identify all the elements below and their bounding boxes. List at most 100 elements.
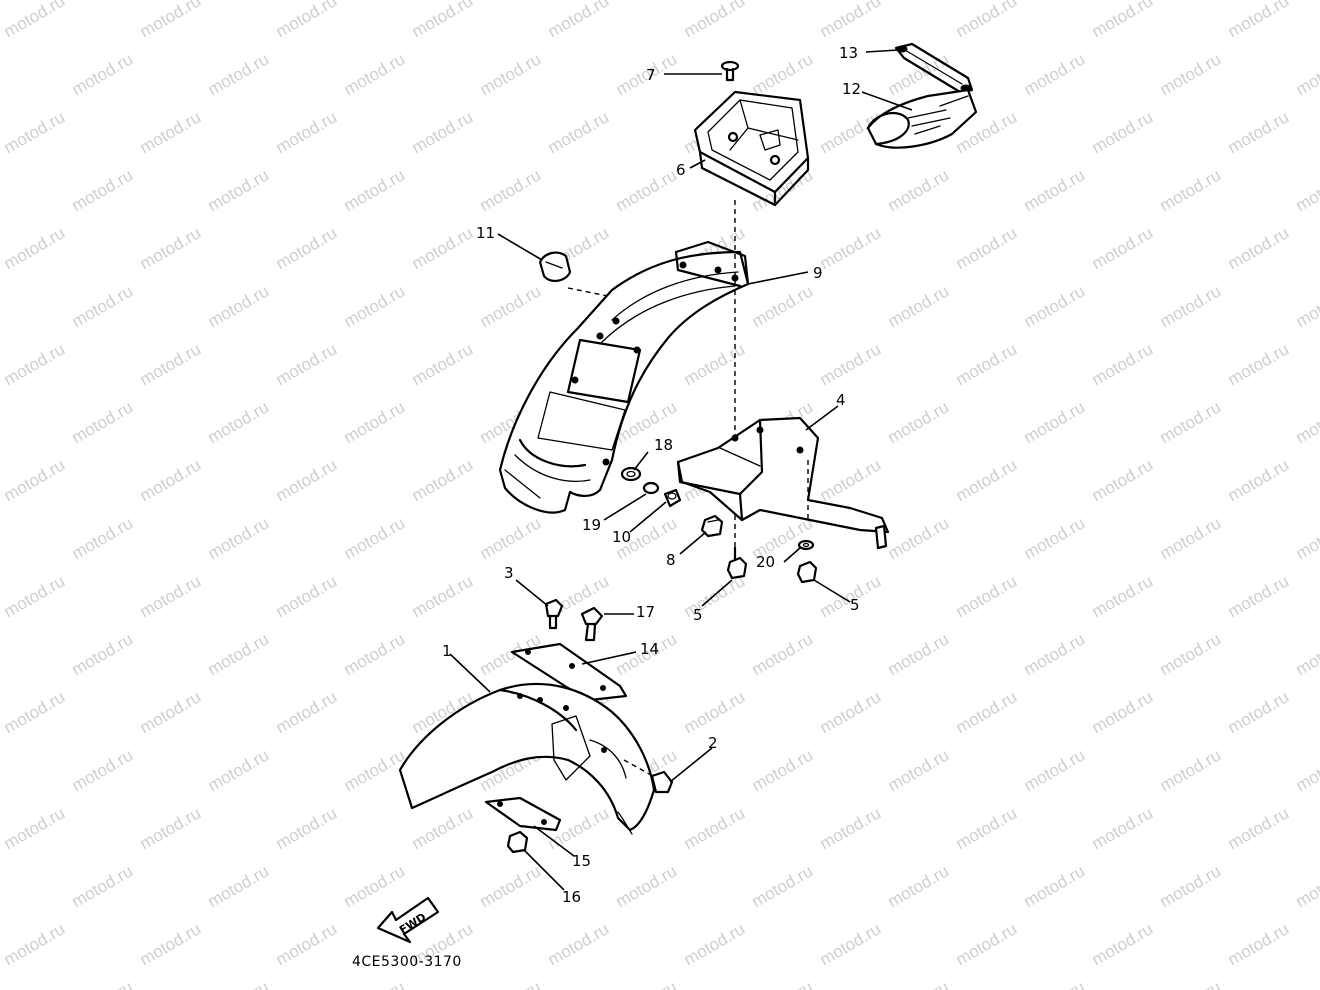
nut-part-8 — [700, 514, 724, 538]
watermark-text: motod.ru — [1, 687, 69, 737]
watermark-text: motod.ru — [1225, 455, 1293, 505]
watermark-text: motod.ru — [885, 165, 953, 215]
callout-12: 12 — [842, 80, 861, 98]
watermark-text: motod.ru — [817, 919, 885, 969]
watermark-text: motod.ru — [817, 223, 885, 273]
watermark-text: motod.ru — [749, 977, 817, 990]
watermark-text: motod.ru — [1225, 339, 1293, 389]
watermark-text: motod.ru — [273, 687, 341, 737]
callout-labels: 1 2 3 4 5 5 6 7 8 9 10 11 12 13 14 15 16… — [442, 44, 861, 906]
callout-5b: 5 — [850, 596, 860, 614]
callout-16: 16 — [562, 888, 581, 906]
watermark-text: motod.ru — [69, 49, 137, 99]
watermark-text: motod.ru — [681, 339, 749, 389]
watermark-text: motod.ru — [1, 339, 69, 389]
watermark-text: motod.ru — [205, 397, 273, 447]
watermark-text: motod.ru — [69, 745, 137, 795]
watermark-text: motod.ru — [953, 223, 1021, 273]
watermark-text: motod.ru — [953, 687, 1021, 737]
watermark-text: motod.ru — [1021, 165, 1089, 215]
watermark-text: motod.ru — [137, 687, 205, 737]
callout-10: 10 — [612, 528, 631, 546]
watermark-text: motod.ru — [409, 339, 477, 389]
bolt-parts-5 — [726, 546, 818, 584]
callout-4: 4 — [836, 391, 846, 409]
watermark-text: motod.ru — [1293, 513, 1320, 563]
watermark-text: motod.ru — [953, 571, 1021, 621]
watermark-text: motod.ru — [953, 455, 1021, 505]
screw-part — [720, 60, 740, 82]
callout-13: 13 — [839, 44, 858, 62]
watermark-text: motod.ru — [885, 513, 953, 563]
watermark-text: motod.ru — [341, 977, 409, 990]
watermark-text: motod.ru — [885, 745, 953, 795]
watermark-text: motod.ru — [885, 49, 953, 99]
watermark-text: motod.ru — [341, 861, 409, 911]
watermark-text: motod.ru — [409, 455, 477, 505]
watermark-text: motod.ru — [1157, 397, 1225, 447]
watermark-text: motod.ru — [817, 687, 885, 737]
watermark-text: motod.ru — [1021, 745, 1089, 795]
watermark-text: motod.ru — [1157, 977, 1225, 990]
watermark-text: motod.ru — [137, 339, 205, 389]
watermark-text: motod.ru — [1021, 977, 1089, 990]
bolt-parts-3-17 — [544, 598, 604, 642]
watermark-text: motod.ru — [953, 803, 1021, 853]
watermark-text: motod.ru — [953, 339, 1021, 389]
watermark-text: motod.ru — [1021, 397, 1089, 447]
watermark-text: motod.ru — [1293, 397, 1320, 447]
callout-6: 6 — [676, 161, 686, 179]
leader-lines — [449, 49, 913, 891]
watermark-text: motod.ru — [137, 223, 205, 273]
watermark-text: motod.ru — [1225, 107, 1293, 157]
rear-fender-part — [498, 240, 750, 514]
watermark-text: motod.ru — [749, 281, 817, 331]
watermark-text: motod.ru — [341, 629, 409, 679]
watermark-text: motod.ru — [69, 513, 137, 563]
callout-7: 7 — [646, 66, 656, 84]
watermark-text: motod.ru — [1089, 919, 1157, 969]
watermark-text: motod.ru — [1021, 49, 1089, 99]
watermark-text: motod.ru — [273, 803, 341, 853]
watermark-text: motod.ru — [69, 165, 137, 215]
watermark-text: motod.ru — [1021, 861, 1089, 911]
watermark-text: motod.ru — [1089, 339, 1157, 389]
watermark-text: motod.ru — [1293, 745, 1320, 795]
tool-pouch-part — [866, 88, 978, 149]
watermark-text: motod.ru — [409, 223, 477, 273]
watermark-text: motod.ru — [137, 803, 205, 853]
watermark-text: motod.ru — [1, 571, 69, 621]
callout-17: 17 — [636, 603, 655, 621]
watermark-text: motod.ru — [613, 861, 681, 911]
watermark-text: motod.ru — [205, 745, 273, 795]
watermark-text: motod.ru — [1, 0, 69, 41]
watermark-text: motod.ru — [273, 223, 341, 273]
watermark-text: motod.ru — [953, 919, 1021, 969]
side-bolt-part — [623, 759, 674, 794]
watermark-text: motod.ru — [1089, 571, 1157, 621]
watermark-text: motod.ru — [749, 49, 817, 99]
washer-part — [797, 539, 815, 551]
tool-box-part — [693, 90, 810, 207]
watermark-text: motod.ru — [205, 513, 273, 563]
watermark-text: motod.ru — [817, 803, 885, 853]
watermark-text: motod.ru — [341, 281, 409, 331]
watermark-text: motod.ru — [1021, 629, 1089, 679]
diagram-code: 4CE5300-3170 — [352, 954, 462, 970]
watermark-text: motod.ru — [749, 861, 817, 911]
watermark-text: motod.ru — [1293, 861, 1320, 911]
watermark-text: motod.ru — [205, 629, 273, 679]
watermark-text: motod.ru — [1089, 107, 1157, 157]
watermark-text: motod.ru — [409, 107, 477, 157]
callout-11: 11 — [476, 224, 495, 242]
watermark-text: motod.ru — [1089, 223, 1157, 273]
watermark-text: motod.ru — [749, 629, 817, 679]
watermark-text: motod.ru — [1089, 455, 1157, 505]
callout-15: 15 — [572, 852, 591, 870]
watermark-text: motod.ru — [817, 0, 885, 41]
watermark-text: motod.ru — [205, 165, 273, 215]
watermark-text: motod.ru — [1089, 0, 1157, 41]
watermark-text: motod.ru — [1157, 49, 1225, 99]
